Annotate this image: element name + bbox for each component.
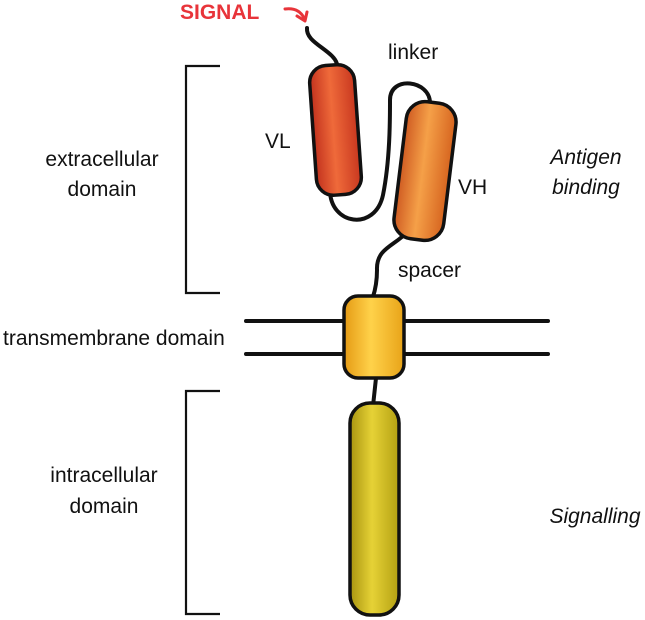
vh-domain	[392, 99, 458, 243]
linker-line	[328, 81, 432, 222]
antigen-label-line2: binding	[552, 176, 620, 199]
antigen-label-line1: Antigen	[548, 146, 621, 169]
signalling-label: Signalling	[549, 505, 640, 528]
signal-arrow-icon	[283, 7, 306, 20]
extracellular-label-line1: extracellular	[45, 148, 158, 171]
intracellular-domain	[348, 401, 401, 617]
extracellular-bracket	[184, 64, 220, 295]
extracellular-label-line2: domain	[68, 178, 137, 201]
intracellular-label-line2: domain	[70, 495, 139, 518]
spacer-label: spacer	[398, 259, 461, 282]
transmembrane-label: transmembrane domain	[3, 327, 225, 350]
vh-label: VH	[458, 176, 487, 199]
transmembrane-domain	[342, 294, 406, 380]
signal-label: SIGNAL	[180, 1, 260, 24]
intracellular-bracket	[184, 389, 220, 616]
intracellular-label-line1: intracellular	[50, 464, 157, 487]
signal-arrowhead-icon	[295, 10, 309, 23]
vl-label: VL	[265, 130, 291, 153]
linker-label: linker	[388, 41, 438, 64]
vl-domain	[307, 62, 364, 197]
